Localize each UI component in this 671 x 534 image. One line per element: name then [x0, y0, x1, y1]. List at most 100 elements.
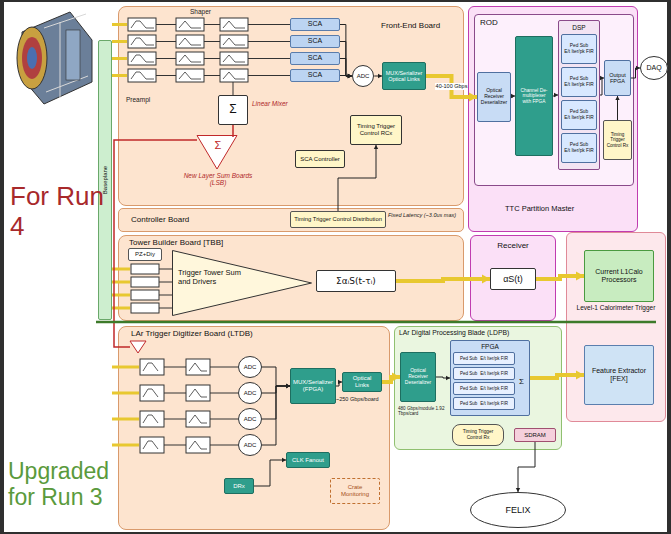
connector-line — [338, 145, 376, 211]
arrow-head — [392, 373, 400, 382]
arrow-head — [286, 384, 290, 388]
arrow-head — [576, 371, 584, 380]
connector — [340, 59, 352, 79]
box-label: Ped Sub — [460, 356, 477, 361]
connector-line — [631, 68, 640, 78]
arrow-head — [576, 272, 584, 281]
box-label: SCA — [308, 71, 322, 79]
text-holder: Trigger Tower Sum and Drivers — [178, 269, 248, 286]
box-label: DSP — [559, 24, 599, 31]
text-holder: LAr Trigger Digitizer Board (LTDB) — [131, 329, 371, 338]
connector — [262, 367, 290, 388]
text-holder: For Run 4 — [10, 182, 110, 242]
connector — [336, 380, 342, 386]
arrow-head — [282, 458, 286, 462]
connector — [262, 384, 290, 445]
feb-preamp-shaper-channels — [128, 18, 290, 95]
box-label: ADC — [244, 416, 257, 423]
box-label: ROD — [480, 18, 510, 27]
text-holder: DSP — [559, 24, 599, 31]
text-holder: Receiver — [471, 241, 555, 250]
connector-line — [340, 42, 352, 77]
box-label: DRx — [233, 483, 245, 490]
connector-line — [340, 59, 352, 77]
connector-line — [254, 460, 286, 486]
daq-ellipse: DAQ — [640, 56, 668, 80]
box-sublabel: New Layer Sum Boards (LSB) — [181, 172, 255, 187]
connector — [340, 42, 352, 79]
text-holder: 480 Gbps/module 1.92 Tbps/card — [398, 406, 446, 417]
rod-panel: TTC Partition MasterRODOptical Receiver … — [468, 6, 638, 232]
arrow-head — [348, 74, 352, 78]
filter-box: Ped SubE/t Iter/pk FIR — [561, 100, 597, 130]
annotation-label: ~250 Gbps/board — [336, 396, 386, 402]
box-label: SCA Controller — [300, 156, 340, 163]
box-label: Ped Sub — [570, 142, 588, 148]
box-label: Optical Receiver Deserializer — [403, 368, 433, 385]
controller-box: SCA Controller — [295, 150, 345, 168]
arrow-head — [469, 93, 477, 102]
box-label: Ped Sub — [570, 109, 588, 115]
box-label: Optical Links — [345, 375, 379, 389]
text-holder: Upgraded for Run 3 — [8, 458, 116, 511]
adc-circle: ADC — [238, 382, 262, 404]
run-heading: For Run 4 — [10, 182, 110, 242]
serializer-box: MUX/Serializer Optical Links — [382, 62, 426, 90]
connector-line — [262, 386, 290, 445]
run-heading: Upgraded for Run 3 — [8, 458, 116, 511]
ltdb-sum-symbol — [130, 341, 146, 353]
timing-box: Timing Trigger Control Rx — [452, 424, 504, 446]
box-label: ADC — [244, 442, 257, 449]
annotation-label: 480 Gbps/module 1.92 Tbps/card — [398, 406, 446, 417]
box-label: ΣαᵢS(t-τᵢ) — [336, 276, 376, 286]
felix-ellipse: FELIX — [470, 492, 566, 528]
timing-box: Timing Trigger Control RCx — [350, 115, 402, 145]
filter-box: Ped SubE/t Iter/pk FIR — [561, 34, 597, 64]
filter-box: Ped SubE/t Iter/pk FIR — [561, 67, 597, 97]
connector — [374, 74, 382, 78]
input-signal-lines — [112, 25, 139, 446]
detector-illustration — [17, 12, 92, 104]
receiver-box: Optical Receiver Deserializer — [400, 352, 436, 402]
clock-box: CLK Fanout — [286, 452, 330, 468]
arrow-head — [338, 380, 342, 384]
box-label: SCA — [308, 20, 322, 28]
text-holder: Preampl — [126, 96, 166, 103]
process-box: PZ+Diy — [128, 248, 162, 261]
box-sublabel: E/t Iter/pk FIR — [480, 386, 508, 391]
box-label: ADC — [357, 73, 370, 80]
text-holder: LAr Digital Processing Blade (LDPB) — [399, 329, 559, 337]
arrow-head — [615, 96, 619, 100]
text-holder: TTC Partition Master — [505, 205, 615, 214]
arrow-head — [554, 93, 558, 97]
box-label: DAQ — [646, 64, 661, 72]
text-holder: ROD — [480, 18, 510, 27]
box-sublabel: E/t Iter/pk FIR — [480, 401, 508, 406]
connector-line — [518, 442, 535, 492]
text-holder: Linear Mixer — [252, 100, 296, 107]
connector — [340, 25, 352, 79]
box-label: LAr Trigger Digitizer Board (LTDB) — [131, 329, 371, 338]
layer-sum-triangle: ΣNew Layer Sum Boards (LSB) — [180, 135, 254, 201]
connector — [382, 373, 400, 382]
connector-line — [530, 375, 584, 378]
connector — [530, 371, 584, 380]
arrow-head — [348, 74, 352, 78]
adc-circle: ADC — [238, 434, 262, 456]
sca-box: SCA — [290, 52, 340, 65]
box-label: Channel De-multiplexer with FPGA — [518, 88, 550, 105]
box-label: SCA — [308, 54, 322, 62]
box-label: Ped Sub — [460, 401, 477, 406]
box-label: Front-End Board — [381, 21, 461, 30]
connector — [511, 94, 515, 98]
box-label: Output FPGA — [607, 72, 628, 85]
arrow-head — [446, 376, 450, 380]
arrow-head — [482, 275, 490, 284]
annotation-label: Fixed Latency (~3.0us max) — [388, 212, 462, 218]
fpga-box: FPGAPed SubE/t Iter/pk FIRPed SubE/t Ite… — [450, 340, 530, 416]
box-label: αS(t) — [503, 274, 523, 284]
filter-box: Ped SubE/t Iter/pk FIR — [453, 367, 515, 380]
connector — [426, 76, 477, 101]
text-holder: New Layer Sum Boards (LSB) — [181, 172, 255, 187]
serializer-box: MUX/Serializer (FPGA) — [290, 368, 336, 404]
